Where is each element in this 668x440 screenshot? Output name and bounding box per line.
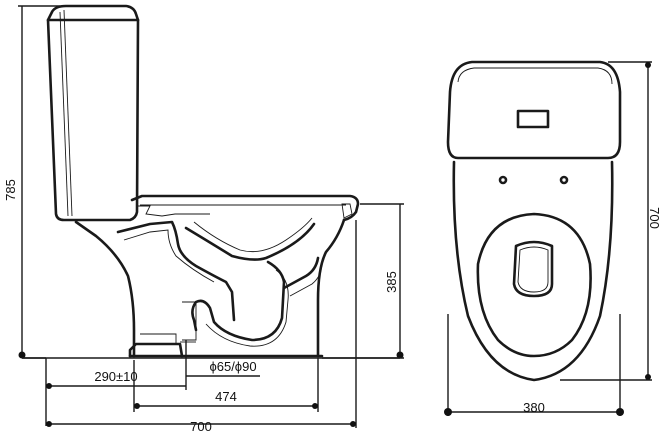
length-side-label: 700 <box>190 419 212 434</box>
dim-outlet-offset: 290±10 <box>46 369 186 389</box>
dim-width: 380 <box>444 314 624 416</box>
length-top-label: 700 <box>647 207 662 229</box>
bowl-height-label: 385 <box>384 271 399 293</box>
top-view: 700 380 <box>444 60 662 416</box>
cistern-side <box>46 4 140 222</box>
dim-bowl-height: 385 <box>322 203 404 359</box>
bowl-side <box>74 194 360 358</box>
hinge-hole-right <box>559 175 569 185</box>
side-view: 785 385 290±10 ϕ65/ϕ90 <box>3 4 404 434</box>
flush-button <box>516 109 550 129</box>
outlet-diameter-label: ϕ65/ϕ90 <box>209 359 256 374</box>
total-height-label: 785 <box>3 179 18 201</box>
bowl-length-label: 474 <box>215 389 237 404</box>
outlet-offset-label: 290±10 <box>94 369 137 384</box>
dim-length-top: 700 <box>560 61 662 381</box>
cistern-top <box>446 60 622 160</box>
dim-length-side: 700 <box>46 419 356 434</box>
width-label: 380 <box>523 400 545 415</box>
dim-outlet-diameter: ϕ65/ϕ90 <box>186 359 260 377</box>
dim-total-height: 785 <box>3 5 60 359</box>
dim-bowl-length: 474 <box>134 389 318 409</box>
bowl-top <box>452 160 614 382</box>
hinge-hole-left <box>498 175 508 185</box>
